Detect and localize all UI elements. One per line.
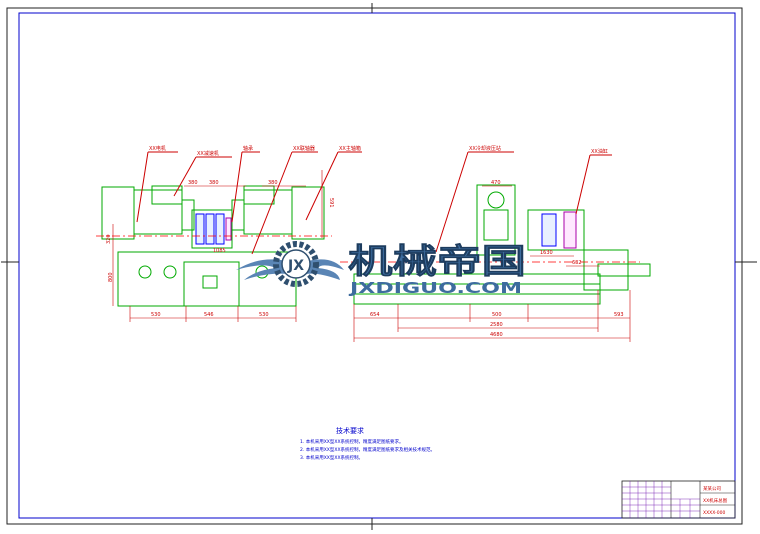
left-base-hole <box>163 265 177 279</box>
callout-leader <box>251 151 293 255</box>
left-base-plinth <box>183 261 240 307</box>
watermark-cn: 机械帝国 <box>348 242 526 282</box>
dim-label: 800 <box>108 272 114 282</box>
inner-border <box>18 12 736 519</box>
column-disc <box>487 191 505 209</box>
watermark: JX 机械帝国 JXDIGUO.COM <box>236 241 526 297</box>
dim-label: 1085 <box>213 248 226 254</box>
callout-label: XX联轴器 <box>293 145 315 152</box>
title-block-drawing-no: XXXX-000 <box>703 510 725 516</box>
technical-notes: 技术要求 1. 本机采用XX型XX系统控制，精度满足图纸要求。 2. 本机采用X… <box>300 426 435 461</box>
machine-bed <box>353 273 601 305</box>
dim-label: 593 <box>614 312 624 318</box>
column-frame <box>476 184 516 256</box>
callout-label: XX电机 <box>149 145 166 152</box>
gear-icon <box>273 241 319 287</box>
dim-label: 380 <box>209 180 219 186</box>
callout-leader <box>173 156 197 197</box>
dim-label: 470 <box>491 180 501 186</box>
title-block: 某某公司 XX机床总图 XXXX-000 <box>621 480 736 519</box>
tail-unit <box>583 249 629 291</box>
dim-label: 500 <box>492 312 502 318</box>
spindle-detail <box>205 213 215 245</box>
headstock-detail <box>541 213 557 247</box>
callout-leader <box>575 154 591 215</box>
dim-label: 1630 <box>540 250 553 256</box>
outer-border <box>6 7 743 525</box>
watermark-en: JXDIGUO.COM <box>349 279 522 297</box>
dim-label: 380 <box>188 180 198 186</box>
callout-leader <box>136 151 149 223</box>
dim-label: 380 <box>268 180 278 186</box>
title-block-company: 某某公司 <box>703 486 721 492</box>
left-base-window <box>202 275 218 289</box>
callout-leader <box>231 151 243 223</box>
tail-spindle <box>597 263 651 277</box>
dim-label: 546 <box>204 312 214 318</box>
left-motor-shaft <box>181 199 195 231</box>
title-block-frame <box>621 480 736 519</box>
dim-label: 2580 <box>490 322 503 328</box>
left-view: XX电机 XX减速机 轴承 XX联轴器 XX主轴箱 380 380 380 32… <box>96 145 362 322</box>
dim-label: 4680 <box>490 332 503 338</box>
column-head <box>483 209 509 241</box>
right-motor-body <box>291 186 325 240</box>
gear-hub <box>281 249 311 279</box>
dim-label: 591 <box>328 198 334 208</box>
spindle-detail <box>215 213 225 245</box>
right-motor-shaft <box>231 199 245 231</box>
emblem-letters: JX <box>287 258 304 274</box>
callout-label: XX减速机 <box>197 150 219 157</box>
notes-item: 3. 本机采用XX型XX系统控制。 <box>300 454 363 461</box>
right-view: XX冷却液压站 XX油缸 470 1630 632 654 500 2580 4… <box>340 145 651 342</box>
spindle-detail <box>195 213 205 245</box>
notes-item: 2. 本机采用XX型XX系统控制，精度满足图纸要求及相关技术规范。 <box>300 446 435 453</box>
spindle-detail <box>225 217 232 241</box>
headstock <box>527 209 585 251</box>
left-motor-body <box>101 186 135 240</box>
callout-label: XX冷却液压站 <box>469 145 501 152</box>
title-block-grid <box>622 481 700 518</box>
callout-label: XX主轴箱 <box>339 145 361 152</box>
left-motor-cap <box>151 185 183 205</box>
dim-label: 632 <box>572 260 582 266</box>
dim-label: 654 <box>370 312 380 318</box>
callout-label: XX油缸 <box>591 148 608 155</box>
dim-label: 530 <box>259 312 269 318</box>
callout-leader <box>435 151 469 253</box>
dim-label: 320 <box>106 234 112 244</box>
notes-item: 1. 本机采用XX型XX系统控制，精度满足图纸要求。 <box>300 438 404 445</box>
right-motor-cap <box>243 185 275 205</box>
notes-title: 技术要求 <box>336 426 364 435</box>
left-base-hole <box>138 265 152 279</box>
dim-label: 530 <box>151 312 161 318</box>
title-block-drawing-name: XX机床总图 <box>703 497 728 504</box>
headstock-detail <box>563 211 577 249</box>
callout-label: 轴承 <box>243 145 253 152</box>
